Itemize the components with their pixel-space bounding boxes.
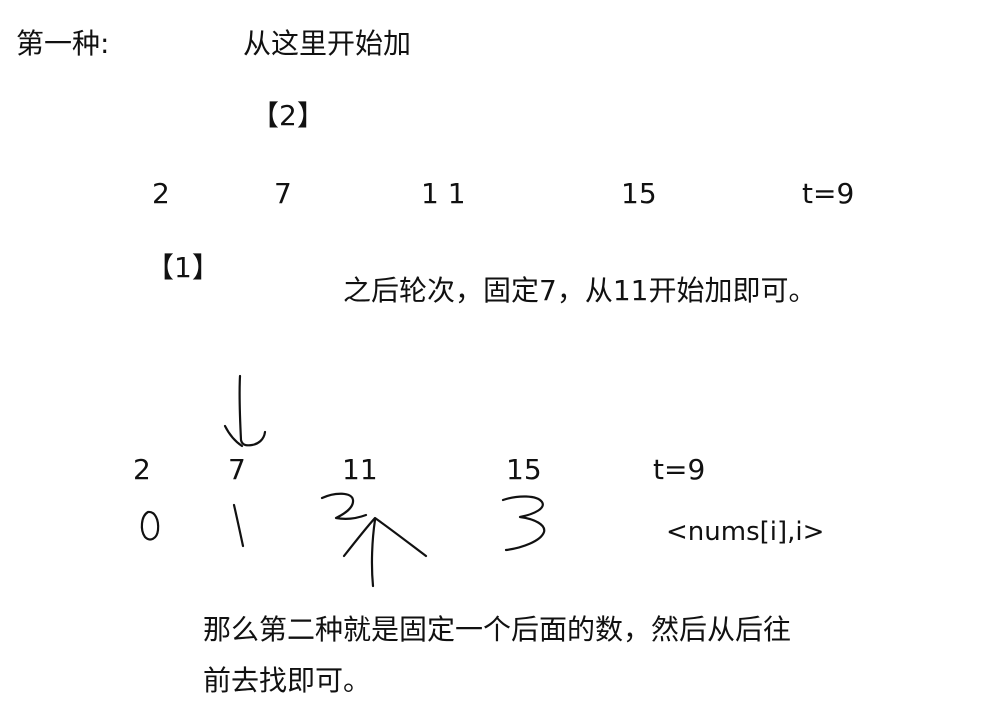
- row1-target: t=9: [802, 177, 855, 210]
- handwritten-three: [501, 495, 546, 552]
- next-round-note: 之后轮次，固定7，从11开始加即可。: [343, 274, 817, 307]
- row2-num-3: 15: [506, 453, 542, 486]
- second-method-line-2: 前去找即可。: [203, 664, 372, 697]
- second-method-line-1: 那么第二种就是固定一个后面的数，然后从后往: [203, 613, 792, 646]
- handwritten-two: [320, 492, 368, 520]
- row2-target: t=9: [653, 453, 706, 486]
- row2-num-0: 2: [133, 453, 151, 486]
- row1-num-3: 15: [621, 177, 657, 210]
- handwritten-zero: [140, 510, 160, 541]
- up-arrow-icon: [342, 516, 428, 588]
- method-label: 第一种:: [16, 27, 110, 60]
- handwritten-one: [232, 503, 245, 548]
- row1-num-1: 7: [274, 177, 292, 210]
- pair-note: <nums[i],i>: [666, 517, 825, 547]
- bracket-marker-1: 【1】: [146, 251, 220, 284]
- row1-num-2: 1 1: [421, 177, 466, 210]
- start-here-note: 从这里开始加: [243, 27, 412, 60]
- down-arrow-icon: [223, 374, 267, 448]
- bracket-marker-2: 【2】: [251, 99, 325, 132]
- row1-num-0: 2: [152, 177, 170, 210]
- row2-num-2: 11: [342, 453, 378, 486]
- row2-num-1: 7: [228, 453, 246, 486]
